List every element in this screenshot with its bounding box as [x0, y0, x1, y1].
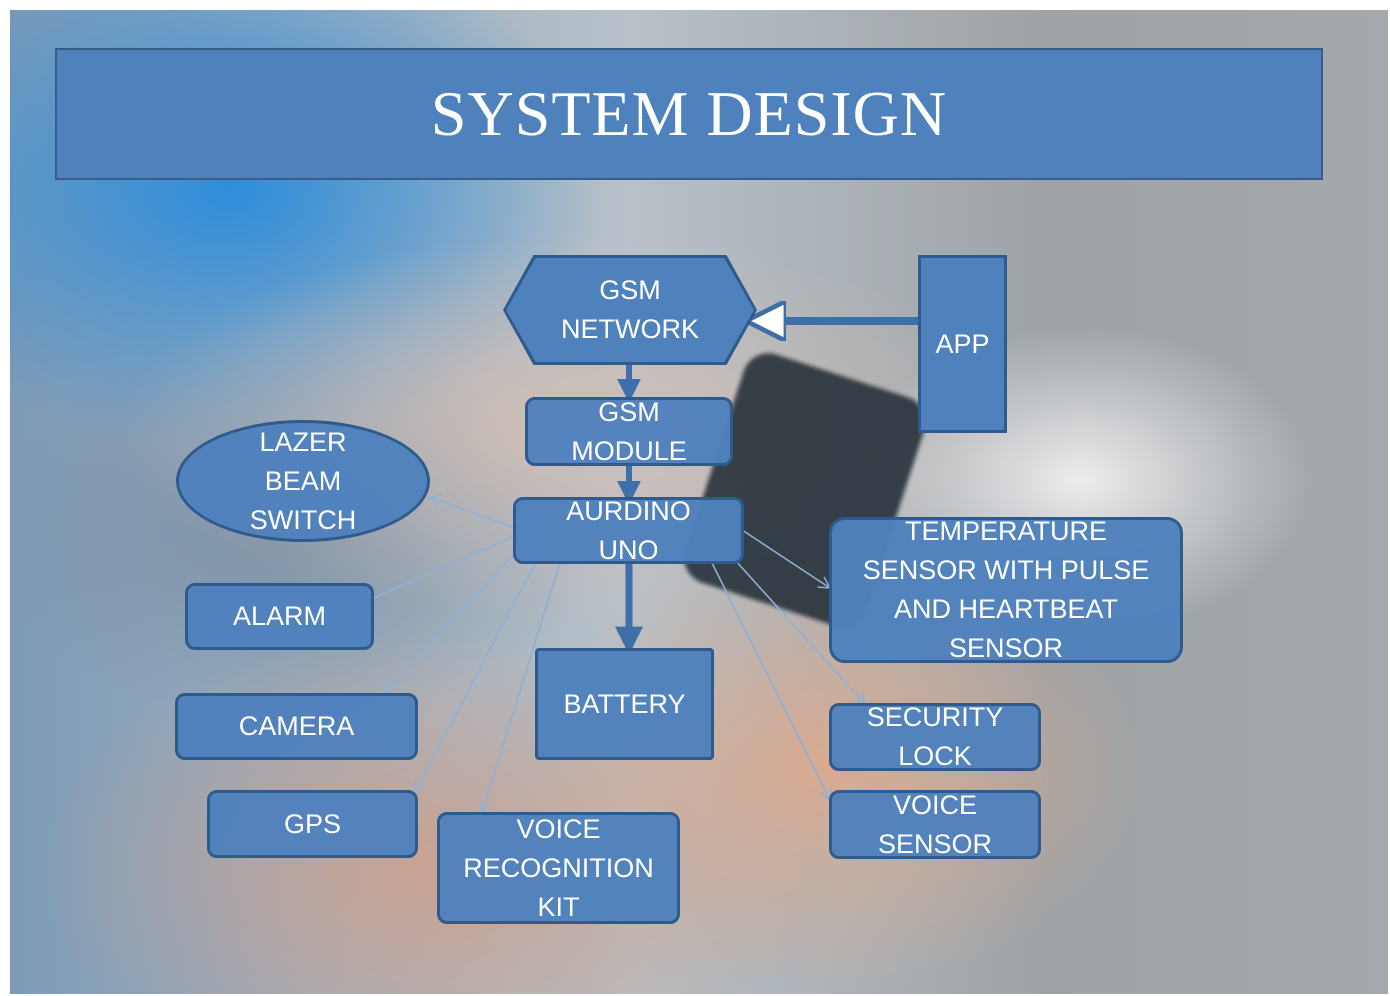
voice-sensor-node: VOICE SENSOR [829, 790, 1041, 859]
lazer-beam-switch-label: LAZER BEAM SWITCH [249, 426, 357, 535]
camera-node: CAMERA [175, 693, 418, 760]
voice-recognition-kit-label: VOICE RECOGNITION KIT [463, 813, 654, 922]
connector-aurdino-to-camera [382, 549, 519, 695]
connector-aurdino-to-security-lock [734, 559, 867, 706]
gsm-module-node: GSM MODULE [525, 397, 733, 466]
camera-label: CAMERA [238, 711, 355, 741]
temperature-sensor-label: TEMPERATURE SENSOR WITH PULSE AND HEARTB… [862, 517, 1150, 663]
gsm-module-label: GSM MODULE [571, 397, 687, 466]
battery-label: BATTERY [563, 688, 686, 719]
voice-recognition-kit-node: VOICE RECOGNITION KIT [437, 812, 680, 924]
connector-aurdino-to-voice-sensor [711, 562, 832, 802]
gsm-network-label: GSM NETWORK [561, 275, 699, 344]
security-lock-label: SECURITY LOCK [866, 703, 1004, 771]
alarm-node: ALARM [185, 583, 374, 650]
lazer-beam-switch-node: LAZER BEAM SWITCH [176, 420, 430, 542]
gsm-network-node: GSM NETWORK [503, 255, 757, 365]
app-label: APP [935, 328, 990, 359]
aurdino-uno-label: AURDINO UNO [566, 497, 691, 564]
alarm-label: ALARM [232, 601, 327, 631]
connector-aurdino-to-voice-recognition-kit [478, 562, 561, 814]
connector-aurdino-to-temperature-sensor [741, 529, 832, 589]
connector-aurdino-to-lazer-beam-switch [428, 494, 516, 529]
app-node: APP [918, 255, 1007, 433]
aurdino-uno-node: AURDINO UNO [513, 497, 744, 564]
battery-node: BATTERY [535, 648, 714, 760]
security-lock-node: SECURITY LOCK [829, 703, 1041, 771]
voice-sensor-label: VOICE SENSOR [877, 790, 993, 859]
temperature-sensor-node: TEMPERATURE SENSOR WITH PULSE AND HEARTB… [829, 517, 1183, 663]
gps-node: GPS [207, 790, 418, 858]
title-banner: SYSTEM DESIGN [55, 48, 1323, 180]
connector-aurdino-to-alarm [373, 535, 516, 599]
gps-label: GPS [283, 808, 342, 839]
connector-aurdino-to-gps [414, 559, 538, 794]
page-title: SYSTEM DESIGN [430, 78, 948, 149]
